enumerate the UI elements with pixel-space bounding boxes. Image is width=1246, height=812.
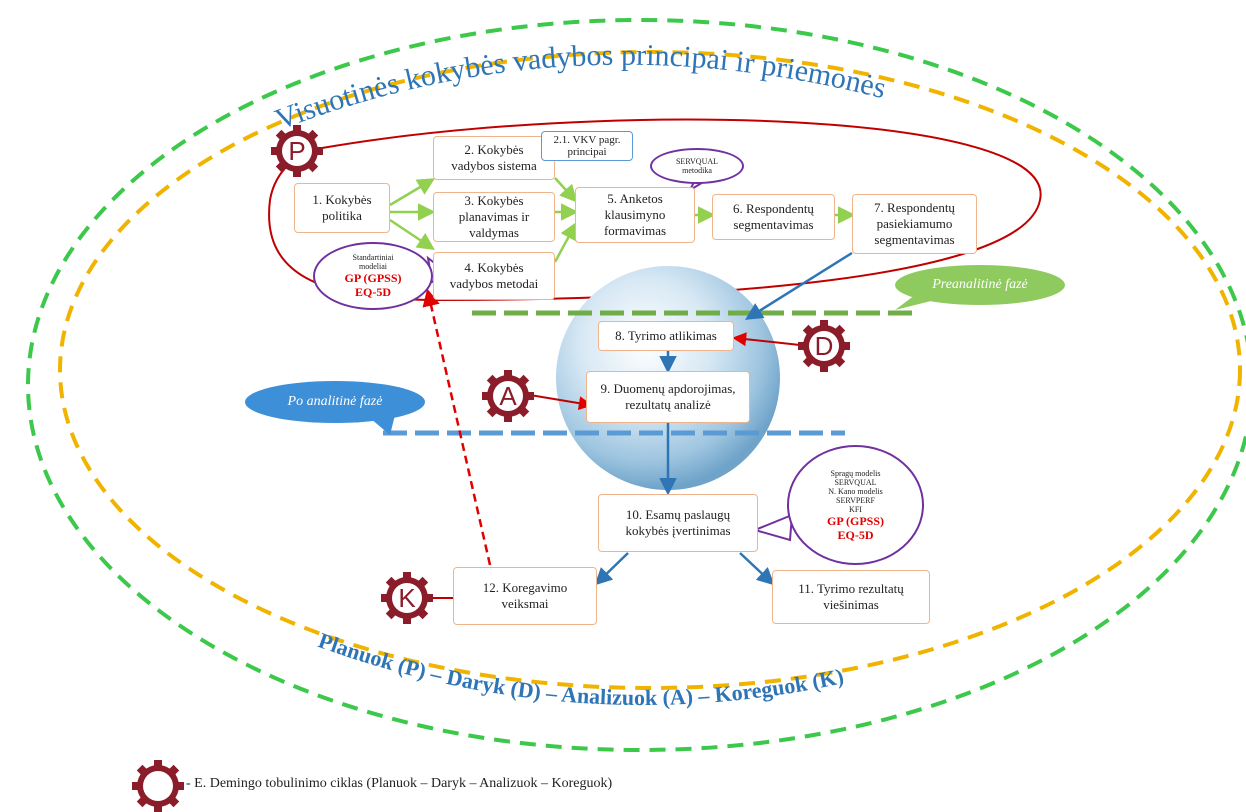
models-small-text: Spragų modelis SERVQUAL N. Kano modelis … xyxy=(828,468,883,514)
box-8-research: 8. Tyrimo atlikimas xyxy=(598,321,734,351)
cycle-caption: Planuok (P) – Daryk (D) – Analizuok (A) … xyxy=(315,627,846,710)
legend-text: - E. Demingo tobulinimo ciklas (Planuok … xyxy=(186,776,613,791)
inner-yellow-ellipse xyxy=(58,50,1242,690)
box-5-questionnaire: 5. Anketos klausimyno formavimas xyxy=(575,187,695,243)
standards-red-text: GP (GPSS) EQ-5D xyxy=(344,271,402,299)
arrow-10-11 xyxy=(739,552,775,586)
servqual-text: SERVQUAL metodika xyxy=(675,157,719,175)
arrow-7-8 xyxy=(745,251,853,320)
arrow-10-12 xyxy=(594,552,629,586)
gear-k-letter: K xyxy=(398,582,416,613)
preanalytic-bubble-tail xyxy=(895,295,935,310)
arrow-1-2 xyxy=(389,178,436,207)
standards-bubble: Standartiniai modeliai GP (GPSS) EQ-5D xyxy=(313,242,433,310)
feedback-arrow xyxy=(422,288,492,566)
preanalytic-bubble-shape xyxy=(895,265,1065,305)
box-10-quality-assessment: 10. Esamų paslaugų kokybės įvertinimas xyxy=(598,494,758,552)
servqual-bubble: SERVQUAL metodika xyxy=(650,148,744,184)
gear-d-icon: D xyxy=(798,320,850,372)
models-bubble: Spragų modelis SERVQUAL N. Kano modelis … xyxy=(787,445,924,565)
gear-a-letter: A xyxy=(499,380,517,411)
standards-small-text: Standartiniai modeliai xyxy=(352,253,394,271)
arrow-1-4 xyxy=(389,218,435,250)
legend-gear-icon xyxy=(132,760,184,812)
gear-d-letter: D xyxy=(814,330,834,361)
gear-a-connector xyxy=(529,394,593,411)
box-6-segmentation: 6. Respondentų segmentavimas xyxy=(712,194,835,240)
box-4-quality-methods: 4. Kokybės vadybos metodai xyxy=(433,252,555,300)
preanalytic-label: Preanalitinė fazė xyxy=(932,277,1028,292)
postanalytic-label: Po analitinė fazė xyxy=(287,394,383,409)
box-12-corrective-actions: 12. Koregavimo veiksmai xyxy=(453,567,597,625)
box-2-quality-system: 2. Kokybės vadybos sistema xyxy=(433,136,555,180)
box-9-data-processing: 9. Duomenų apdorojimas, rezultatų analiz… xyxy=(586,371,750,423)
arrow-4-5 xyxy=(553,221,577,263)
gear-a-icon: A xyxy=(482,370,534,422)
box-3-quality-planning: 3. Kokybės planavimas ir valdymas xyxy=(433,192,555,242)
postanalytic-bubble-tail xyxy=(370,415,395,435)
box-1-quality-policy: 1. Kokybės politika xyxy=(294,183,390,233)
planning-loop xyxy=(268,118,1042,302)
postanalytic-bubble-shape xyxy=(245,381,425,423)
gear-p-letter: P xyxy=(288,135,306,166)
box-7-reach-segmentation: 7. Respondentų pasiekiamumo segmentavima… xyxy=(852,194,977,254)
gear-d-connector xyxy=(732,332,801,347)
box-2-1-principles: 2.1. VKV pagr. principai xyxy=(541,131,633,161)
gear-k-icon: K xyxy=(381,572,433,624)
box-11-publication: 11. Tyrimo rezultatų viešinimas xyxy=(772,570,930,624)
models-red-text: GP (GPSS) EQ-5D xyxy=(826,513,884,542)
arrow-2-5 xyxy=(554,177,578,203)
models-tail xyxy=(751,513,794,542)
gear-p-icon: P xyxy=(271,125,323,177)
